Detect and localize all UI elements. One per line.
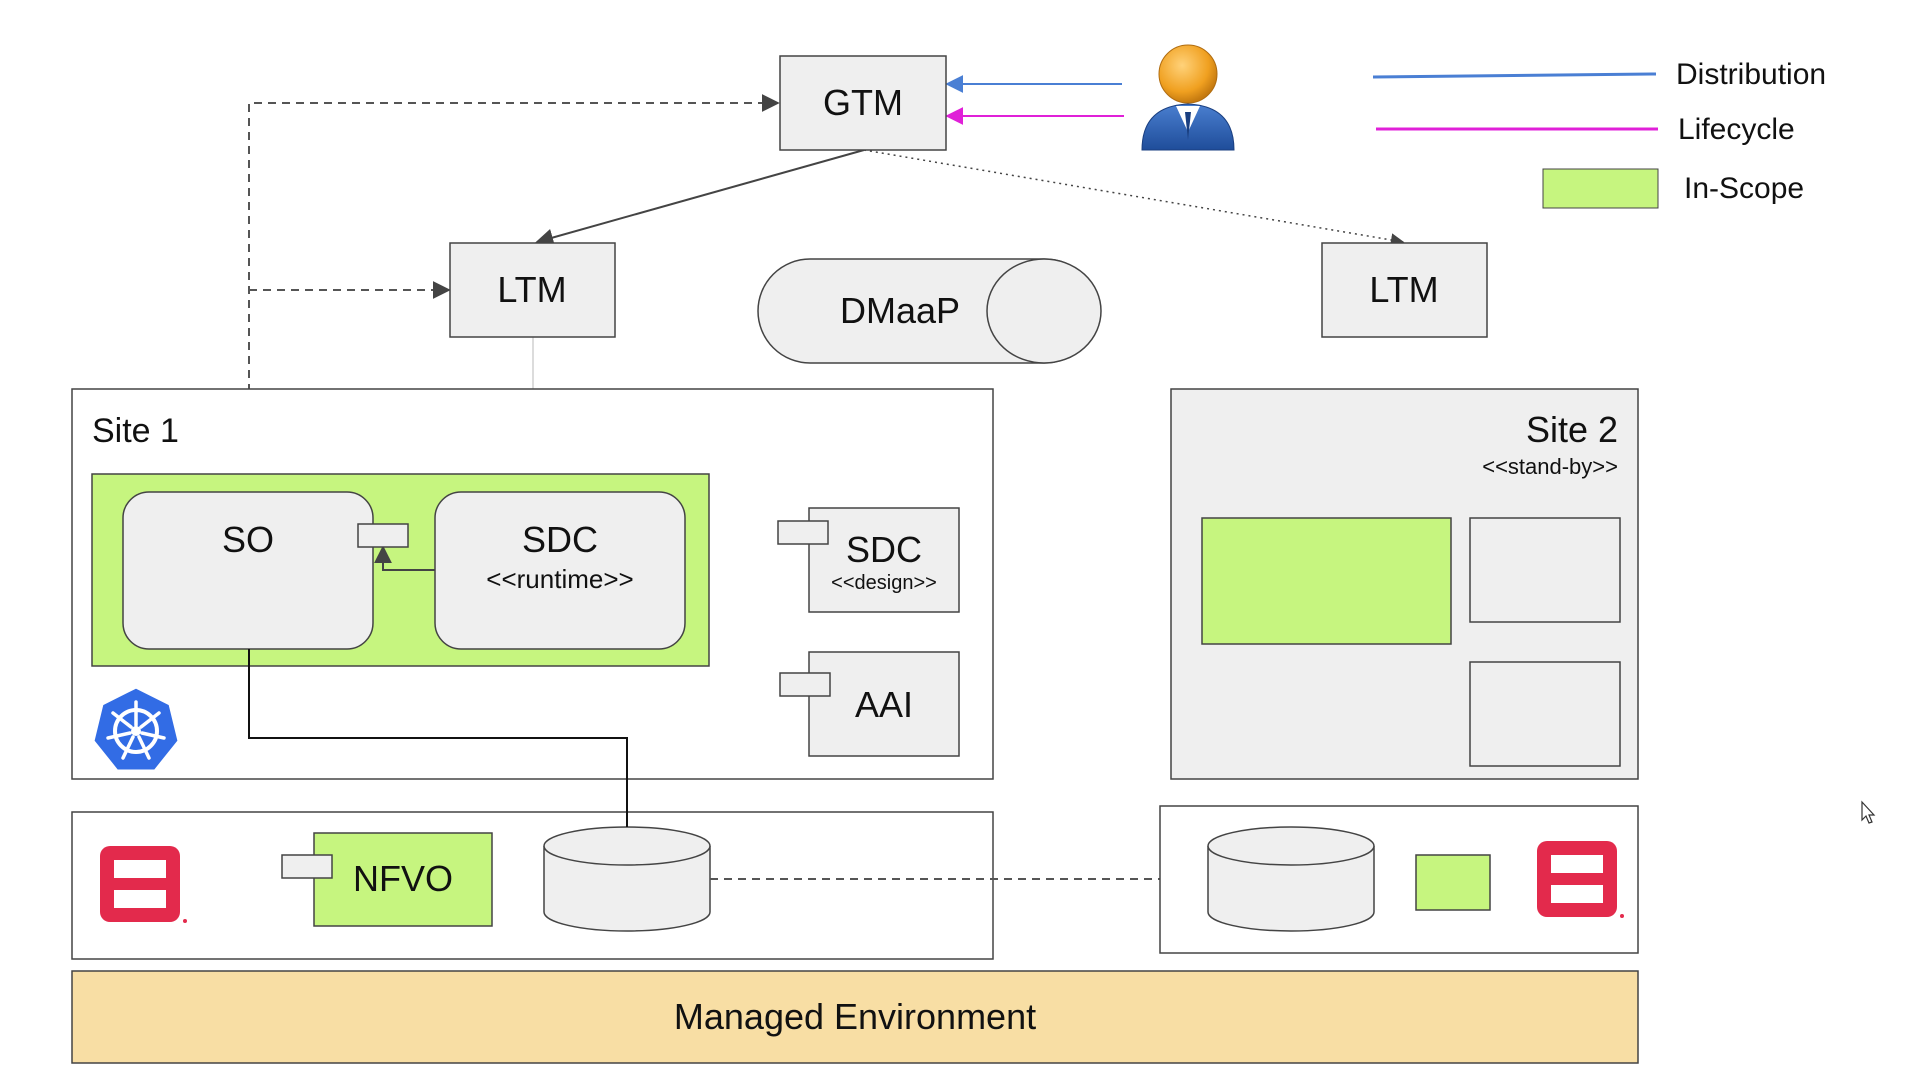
sdc-design-node: SDC <<design>> <box>777 507 960 613</box>
ltm-right-label: LTM <box>1369 269 1438 310</box>
infra2-container <box>1159 805 1639 954</box>
user-icon <box>1141 44 1235 151</box>
site2-title: Site 2 <box>1526 409 1618 450</box>
aai-node: AAI <box>779 651 960 757</box>
sdc-design-stereotype: <<design>> <box>831 572 937 594</box>
so-node: SO <box>122 491 374 650</box>
mouse-cursor-icon <box>1861 800 1876 824</box>
managed-environment-bar: Managed Environment <box>71 970 1639 1064</box>
sdc-to-so-port-connector <box>374 545 435 571</box>
sdc-design-label: SDC <box>846 529 922 570</box>
so-to-database-connector <box>248 649 628 827</box>
dmaap-node: DMaaP <box>757 258 1102 364</box>
ltm-right-node: LTM <box>1321 242 1488 338</box>
site1-container: Site 1 SO SDC <<runtime>> SDC <<design>> <box>71 388 994 780</box>
site2-database-icon <box>1207 826 1375 932</box>
nfvo-port <box>281 854 333 879</box>
legend-distribution-line <box>1372 72 1657 79</box>
kubernetes-icon <box>91 685 181 773</box>
site2-stereotype: <<stand-by>> <box>1482 454 1618 479</box>
openstack-icon <box>1537 841 1624 918</box>
site2-in-scope-block <box>1201 517 1452 645</box>
sdc-design-port <box>777 520 829 545</box>
dmaap-label: DMaaP <box>840 290 960 331</box>
sdc-runtime-node: SDC <<runtime>> <box>434 491 686 650</box>
gtm-node: GTM <box>779 55 947 151</box>
nfvo-node: NFVO <box>281 832 493 927</box>
ltm-left-label: LTM <box>497 269 566 310</box>
so-label: SO <box>222 519 274 560</box>
aai-port <box>779 672 831 697</box>
site2-in-scope-small-block <box>1415 854 1491 911</box>
site1-title: Site 1 <box>92 412 179 450</box>
legend-in-scope-label: In-Scope <box>1684 172 1804 205</box>
gtm-to-ltm-right-dotted-connector <box>863 149 1405 247</box>
legend-lifecycle-label: Lifecycle <box>1678 113 1795 146</box>
managed-environment-label: Managed Environment <box>674 996 1036 1037</box>
legend-in-scope-swatch <box>1542 168 1659 209</box>
site2-container: Site 2 <<stand-by>> <box>1170 388 1639 780</box>
nfvo-label: NFVO <box>353 858 453 899</box>
gtm-label: GTM <box>823 82 903 123</box>
site1-database-icon <box>543 826 711 932</box>
ltm-left-node: LTM <box>449 242 616 338</box>
legend-distribution-label: Distribution <box>1676 58 1826 91</box>
legend: Distribution Lifecycle In-Scope <box>1372 58 1826 209</box>
site2-component-top <box>1469 517 1621 623</box>
aai-label: AAI <box>855 684 913 725</box>
site2-component-bottom <box>1469 661 1621 767</box>
infra1-container: NFVO <box>71 811 994 960</box>
sdc-runtime-label: SDC <box>522 519 598 560</box>
gtm-to-ltm-left-connector <box>535 149 865 247</box>
so-to-gtm-dashed-connector <box>248 94 780 490</box>
sdc-runtime-stereotype: <<runtime>> <box>486 564 633 594</box>
so-port <box>357 523 409 548</box>
openstack-icon <box>100 846 187 923</box>
